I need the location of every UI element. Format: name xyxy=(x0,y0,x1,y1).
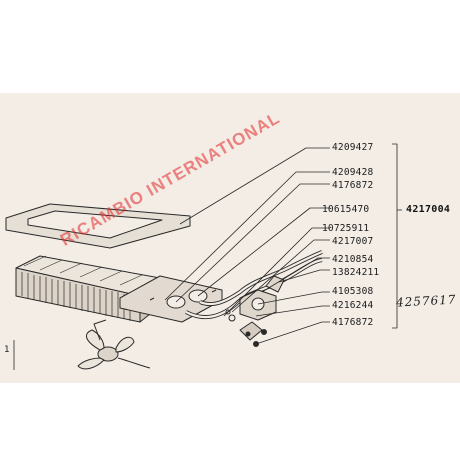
water-valve xyxy=(225,275,285,347)
part-number-label: 4209427 xyxy=(332,142,374,153)
part-number-label: 13824211 xyxy=(332,267,380,278)
assembly-number: 4217004 xyxy=(406,204,451,215)
heater-core-radiator xyxy=(15,255,161,323)
part-number-label: 10615470 xyxy=(322,204,370,215)
part-number-label: 4105308 xyxy=(332,286,374,297)
part-number-label: 10725911 xyxy=(322,223,370,234)
heater-end-tank xyxy=(119,275,223,323)
part-number-label: 4210854 xyxy=(332,254,374,265)
part-number-label: 4217007 xyxy=(332,236,374,247)
part-number-label: 4176872 xyxy=(332,180,374,191)
leader-lines xyxy=(164,147,330,345)
heater-fan xyxy=(77,319,151,370)
heater-seal-frame xyxy=(5,203,191,249)
margin-mark: 1 xyxy=(4,345,10,355)
part-number-label: 4209428 xyxy=(332,167,374,178)
part-number-label: 4176872 xyxy=(332,317,374,328)
part-number-label: 4216244 xyxy=(332,300,374,311)
assembly-bracket xyxy=(392,143,402,329)
